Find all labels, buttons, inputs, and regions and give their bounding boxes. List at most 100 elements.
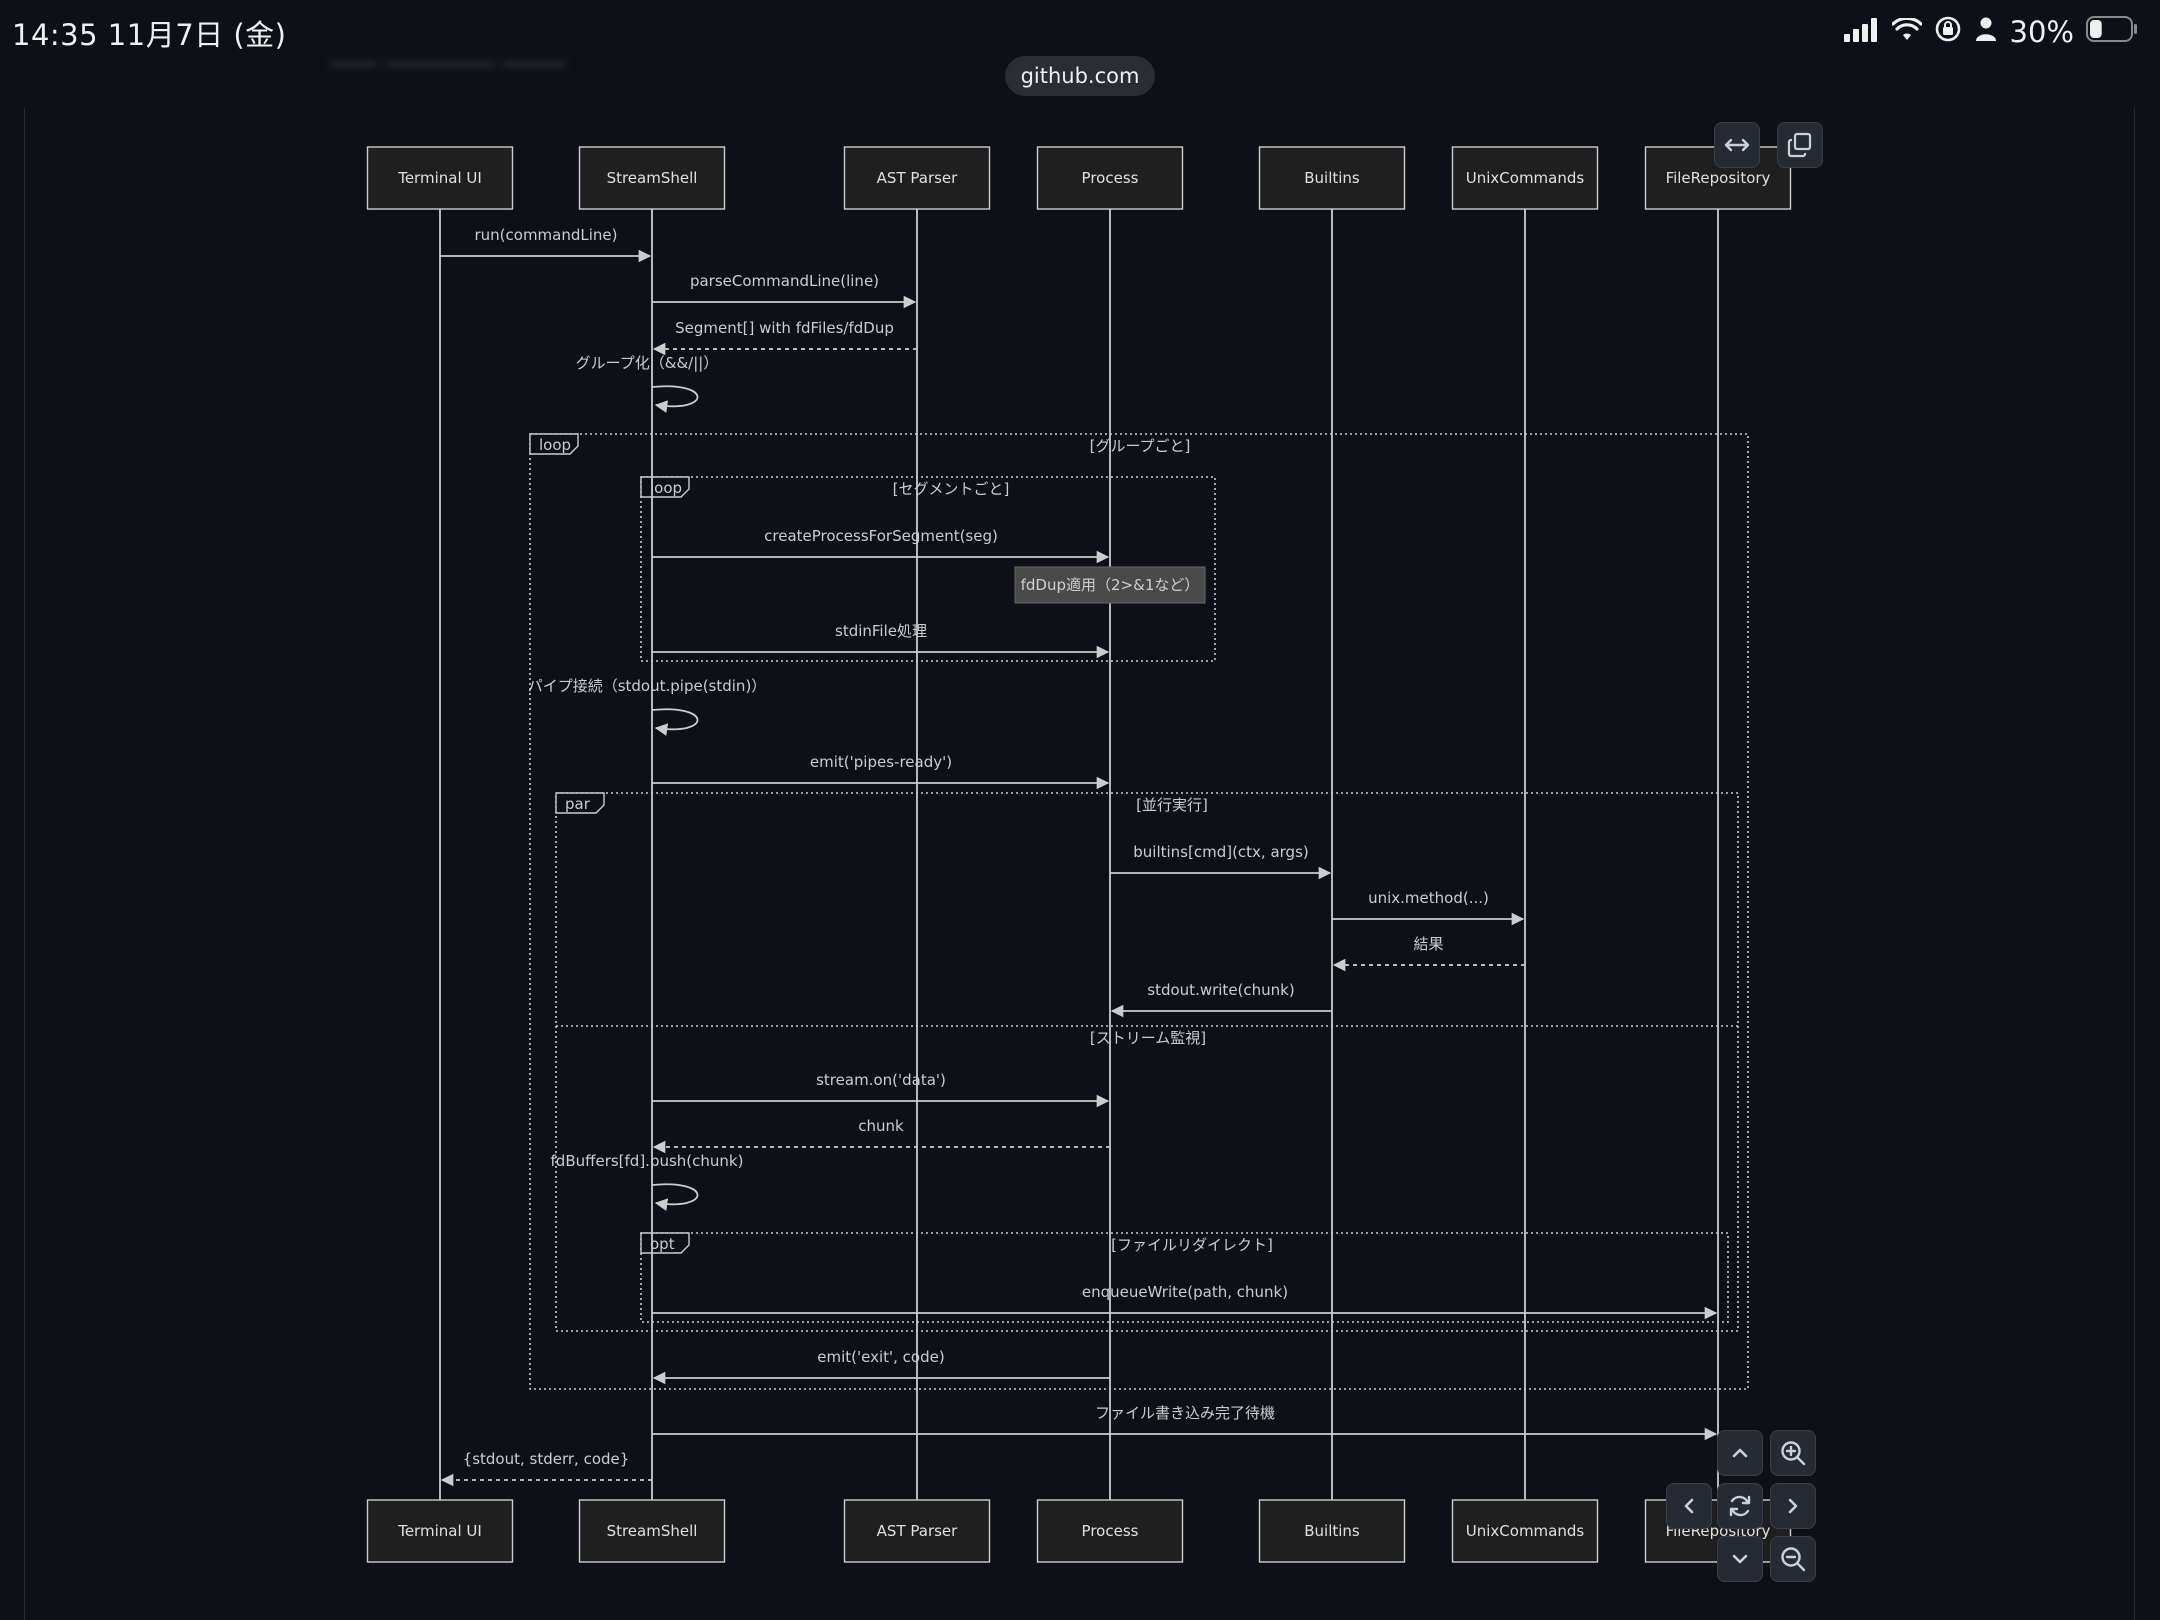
participant-bottom-ast-parser: AST Parser: [843, 1499, 991, 1563]
message-label: ファイル書き込み完了待機: [1095, 1404, 1275, 1422]
fragment-frame: [555, 792, 1739, 1332]
note-text: fdDup適用（2>&1など）: [1021, 576, 1200, 594]
message: Segment[] with fdFiles/fdDup: [652, 319, 917, 356]
note-box: [1014, 566, 1206, 604]
participant-bottom-terminal-ui: Terminal UI: [366, 1499, 514, 1563]
fragment-frame: [640, 476, 1216, 662]
copy-button[interactable]: [1777, 122, 1823, 168]
participant-bottom-streamshell: StreamShell: [578, 1499, 726, 1563]
participant-top-process: Process: [1036, 146, 1184, 210]
fullscreen-expand-button[interactable]: [1714, 122, 1760, 168]
note: fdDup適用（2>&1など）: [1014, 566, 1206, 604]
pan-up-button[interactable]: [1717, 1430, 1763, 1476]
message-label: stream.on('data'): [816, 1071, 946, 1089]
participant-box: [1451, 146, 1599, 210]
message: run(commandLine): [440, 226, 652, 263]
message: ファイル書き込み完了待機: [652, 1404, 1718, 1441]
fragment-tab: [555, 792, 605, 814]
message-label: stdout.write(chunk): [1147, 981, 1294, 999]
message: unix.method(...): [1332, 889, 1525, 926]
participant-label: Builtins: [1304, 169, 1360, 187]
message-label: パイプ接続（stdout.pipe(stdin)）: [528, 677, 767, 695]
participant-label: StreamShell: [607, 1522, 698, 1540]
message-label: Segment[] with fdFiles/fdDup: [675, 319, 894, 337]
participant-label: Builtins: [1304, 1522, 1360, 1540]
participant-box: [843, 146, 991, 210]
participant-top-unixcommands: UnixCommands: [1451, 146, 1599, 210]
message-self-arrow: [651, 708, 699, 736]
fragment-kind-label: par: [565, 795, 591, 813]
fragment-tab: [529, 433, 579, 455]
participant-box: [1258, 1499, 1406, 1563]
fragment-tab: [640, 1232, 690, 1254]
participant-label: Process: [1082, 169, 1139, 187]
fragment-condition: [ファイルリダイレクト]: [1111, 1236, 1273, 1254]
message: enqueueWrite(path, chunk): [652, 1283, 1718, 1320]
message-label: emit('exit', code): [817, 1348, 944, 1366]
message-label: createProcessForSegment(seg): [764, 527, 998, 545]
message: 結果: [1332, 935, 1525, 972]
participant-label: Terminal UI: [397, 169, 482, 187]
fragment-condition: [セグメントごと]: [893, 480, 1010, 498]
participant-box: [578, 1499, 726, 1563]
pan-left-button[interactable]: [1666, 1483, 1712, 1529]
message: parseCommandLine(line): [652, 272, 917, 309]
participant-bottom-builtins: Builtins: [1258, 1499, 1406, 1563]
message: {stdout, stderr, code}: [440, 1450, 652, 1487]
url-bar[interactable]: github.com: [1005, 56, 1155, 96]
fragment-par: par[並行実行][ストリーム監視]: [555, 792, 1739, 1332]
message-label: 結果: [1413, 935, 1443, 953]
message: chunk: [652, 1117, 1110, 1154]
pan-right-button[interactable]: [1770, 1483, 1816, 1529]
message: stdinFile処理: [652, 622, 1110, 659]
rotation-lock-icon: [1934, 15, 1962, 50]
message-label: stdinFile処理: [835, 622, 927, 640]
message-self-arrow: [651, 385, 699, 413]
message-label: {stdout, stderr, code}: [463, 1450, 630, 1468]
content-frame-border: [2134, 108, 2135, 1620]
participant-label: UnixCommands: [1466, 1522, 1585, 1540]
participant-label: UnixCommands: [1466, 169, 1585, 187]
participant-box: [1258, 146, 1406, 210]
pan-down-button[interactable]: [1717, 1536, 1763, 1582]
fragment-opt: opt [ファイルリダイレクト]: [640, 1232, 1729, 1323]
message-label: enqueueWrite(path, chunk): [1082, 1283, 1288, 1301]
participant-box: [1036, 146, 1184, 210]
participant-top-ast-parser: AST Parser: [843, 146, 991, 210]
message: パイプ接続（stdout.pipe(stdin)）: [528, 677, 767, 736]
reset-view-button[interactable]: [1717, 1483, 1763, 1529]
fragment-frame: [640, 1232, 1729, 1323]
status-bar: 14:35 11月7日 (金): [0, 0, 2160, 64]
wifi-icon: [1890, 15, 1923, 49]
message-self-arrow: [651, 1183, 699, 1211]
participant-top-streamshell: StreamShell: [578, 146, 726, 210]
participant-bottom-process: Process: [1036, 1499, 1184, 1563]
participant-top-builtins: Builtins: [1258, 146, 1406, 210]
status-indicators: 30%: [1843, 12, 2138, 52]
fragment-kind-label: opt: [650, 1235, 675, 1253]
person-icon: [1974, 15, 1998, 49]
participant-label: Process: [1082, 1522, 1139, 1540]
fragment-condition: [並行実行]: [1136, 796, 1208, 814]
message: グループ化（&&/||）: [576, 354, 719, 413]
message: emit('exit', code): [652, 1348, 1110, 1385]
message-label: グループ化（&&/||）: [576, 354, 719, 372]
message-label: run(commandLine): [474, 226, 617, 244]
fragment-kind-label: loop: [539, 436, 571, 454]
message-label: builtins[cmd](ctx, args): [1133, 843, 1309, 861]
fragment-frame: [529, 433, 1749, 1390]
message-label: fdBuffers[fd].push(chunk): [551, 1152, 744, 1170]
message-label: chunk: [858, 1117, 904, 1135]
participant-box: [1036, 1499, 1184, 1563]
battery-icon: [2086, 15, 2138, 49]
zoom-out-button[interactable]: [1770, 1536, 1816, 1582]
message-label: parseCommandLine(line): [690, 272, 879, 290]
message: builtins[cmd](ctx, args): [1110, 843, 1332, 880]
zoom-in-button[interactable]: [1770, 1430, 1816, 1476]
message: fdBuffers[fd].push(chunk): [551, 1152, 744, 1211]
cellular-signal-icon: [1843, 15, 1880, 49]
battery-percent: 30%: [2009, 15, 2074, 49]
status-time-date: 14:35 11月7日 (金): [12, 18, 287, 52]
participant-label: AST Parser: [877, 1522, 958, 1540]
